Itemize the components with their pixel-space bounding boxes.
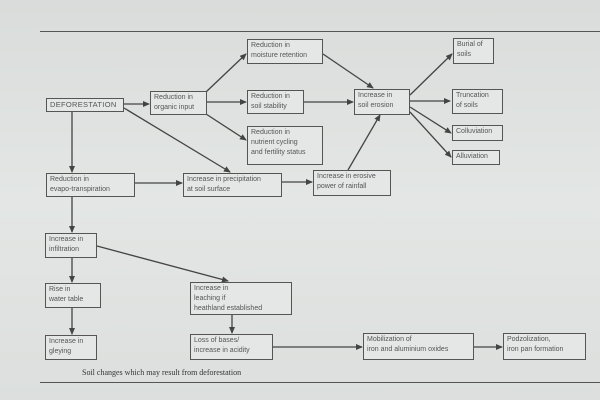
arrow-organic-nutrient — [205, 113, 247, 141]
node-podzolization: Podzolization, iron pan formation — [503, 333, 586, 360]
node-infiltration: Increase in infiltration — [45, 233, 97, 258]
arrow-erosion-alluviation — [409, 111, 452, 158]
node-gleying: Increase in gleying — [45, 335, 97, 360]
node-burial: Burial of soils — [453, 38, 494, 64]
node-soil-erosion: Increase in soil erosion — [354, 89, 410, 115]
arrow-erosion-burial — [409, 53, 453, 96]
node-leaching: Increase in leaching if heathland establ… — [190, 282, 292, 315]
bottom-rule — [40, 382, 600, 383]
arrow-erosion-colluviation — [409, 106, 452, 134]
arrow-deforestation-precip — [123, 107, 231, 173]
node-loss-of-bases: Loss of bases/ increase in acidity — [190, 334, 273, 360]
node-truncation: Truncation of soils — [452, 89, 503, 114]
node-mobilization: Mobilization of iron and aluminium oxide… — [363, 333, 474, 360]
arrow-moisture-erosion — [322, 53, 374, 89]
node-soil-stability: Reduction in soil stability — [247, 90, 304, 114]
node-precipitation: Increase in precipitation at soil surfac… — [183, 173, 282, 197]
node-evapo-transpiration: Reduction in evapo-transpiration — [46, 173, 135, 197]
top-rule — [40, 31, 600, 32]
arrow-organic-moisture — [205, 53, 247, 93]
node-erosive-power: Increase in erosive power of rainfall — [313, 170, 391, 196]
node-alluviation: Alluviation — [452, 150, 500, 165]
node-water-table: Rise in water table — [45, 283, 101, 308]
figure-caption: Soil changes which may result from defor… — [82, 368, 242, 377]
node-deforestation: DEFORESTATION — [46, 98, 124, 112]
arrow-erosive-erosion — [347, 114, 381, 171]
node-organic-input: Reduction in organic input — [150, 91, 207, 115]
arrow-infiltration-leaching — [96, 245, 229, 283]
node-colluviation: Colluviation — [452, 125, 503, 141]
node-moisture-retention: Reduction in moisture retention — [247, 39, 323, 64]
node-nutrient-cycling: Reduction in nutrient cycling and fertil… — [247, 126, 323, 165]
